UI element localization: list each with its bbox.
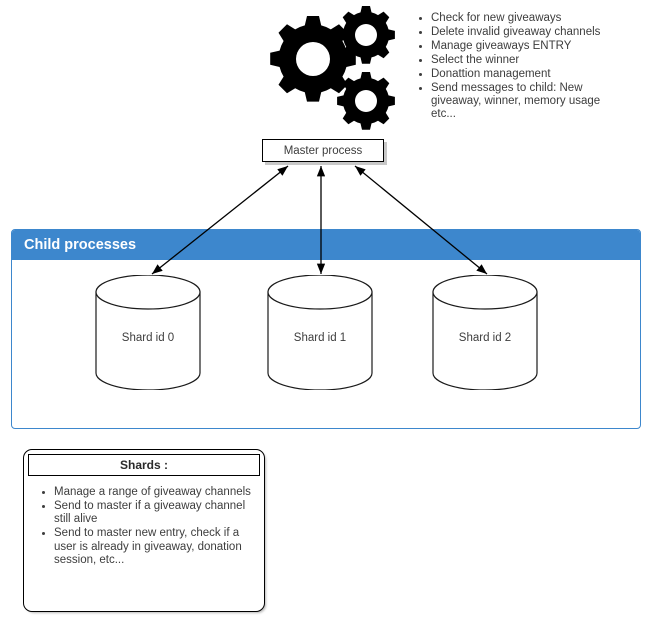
- shards-note-card: Shards : Manage a range of giveaway chan…: [23, 449, 265, 612]
- master-duties-list: Check for new giveaways Delete invalid g…: [414, 12, 626, 122]
- shard-node-0[interactable]: Shard id 0: [93, 274, 203, 391]
- list-item: Send to master if a giveaway channel sti…: [54, 500, 260, 527]
- cylinder-icon: [95, 274, 201, 391]
- gears-icon: [270, 6, 395, 130]
- master-duties-items: Check for new giveaways Delete invalid g…: [414, 12, 626, 122]
- shards-note-items: Manage a range of giveaway channels Send…: [34, 486, 260, 567]
- cylinder-icon: [267, 274, 373, 391]
- shards-note-title: Shards :: [119, 458, 168, 472]
- list-item: Manage a range of giveaway channels: [54, 486, 260, 499]
- list-item: Send messages to child: New giveaway, wi…: [431, 82, 626, 122]
- list-item: Check for new giveaways: [431, 12, 626, 25]
- child-processes-title: Child processes: [24, 237, 137, 253]
- list-item: Manage giveaways ENTRY: [431, 40, 626, 53]
- shard-node-2[interactable]: Shard id 2: [430, 274, 540, 391]
- list-item: Send to master new entry, check if a use…: [54, 527, 260, 567]
- list-item: Delete invalid giveaway channels: [431, 26, 626, 39]
- list-item: Donattion management: [431, 68, 626, 81]
- shard-node-1[interactable]: Shard id 1: [265, 274, 375, 391]
- master-process-label: Master process: [283, 144, 363, 157]
- master-process-node[interactable]: Master process: [262, 139, 384, 162]
- list-item: Select the winner: [431, 54, 626, 67]
- cylinder-icon: [432, 274, 538, 391]
- child-processes-header: Child processes: [12, 230, 640, 260]
- shards-note-list: Manage a range of giveaway channels Send…: [34, 486, 260, 568]
- shards-note-header: Shards :: [28, 454, 260, 476]
